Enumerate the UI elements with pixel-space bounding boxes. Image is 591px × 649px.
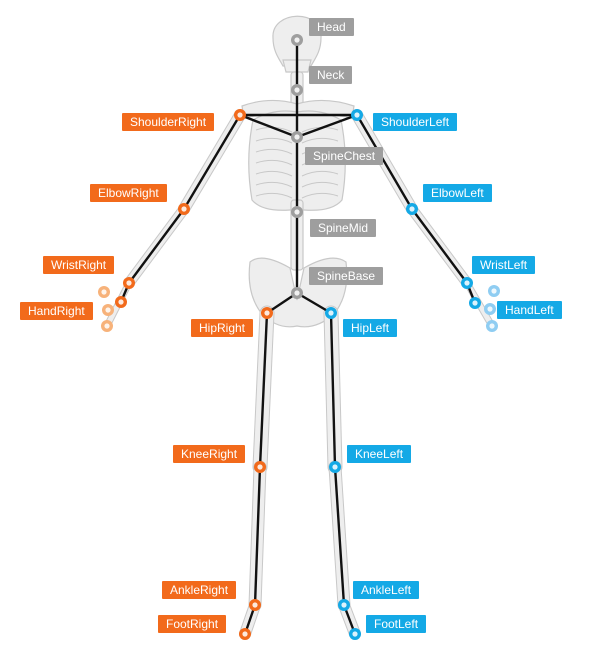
- link-chest-shL: [295, 113, 359, 139]
- label-head: Head: [309, 18, 354, 36]
- link-elR-wrR: [127, 207, 186, 285]
- joint-ankle-right-core: [252, 602, 258, 608]
- label-wrist-left: WristLeft: [472, 256, 536, 274]
- joint-ankle-left-core: [341, 602, 347, 608]
- rib-right-5: [255, 181, 293, 188]
- joint-spine-mid-core: [294, 209, 300, 215]
- joint-finger-left-core: [489, 323, 495, 329]
- label-knee-left: KneeLeft: [347, 445, 412, 463]
- bone-illustration: [103, 15, 496, 640]
- joint-hand-tip-left-core: [487, 306, 493, 312]
- joint-elbow-left-core: [409, 206, 415, 212]
- label-elbow-left: ElbowLeft: [423, 184, 492, 202]
- label-spine-mid: SpineMid: [310, 219, 377, 237]
- joint-thumb-right-core: [101, 289, 107, 295]
- rib-left-4: [301, 170, 339, 177]
- joint-hip-right-core: [264, 310, 270, 316]
- rib-right-4: [255, 170, 293, 177]
- label-foot-left: FootLeft: [366, 615, 427, 633]
- joint-elbow-right-core: [181, 206, 187, 212]
- rib-left-5: [301, 181, 339, 188]
- joint-shoulder-right-core: [237, 112, 243, 118]
- joint-hip-left-core: [328, 310, 334, 316]
- joint-foot-left-core: [352, 631, 358, 637]
- link-knL-anL: [333, 465, 346, 607]
- joint-head-core: [294, 37, 300, 43]
- label-ankle-right: AnkleRight: [162, 581, 237, 599]
- rib-left-1: [301, 137, 339, 144]
- joint-spine-base-core: [294, 290, 300, 296]
- rib-right-2: [255, 148, 293, 155]
- label-foot-right: FootRight: [158, 615, 227, 633]
- joint-markers: [98, 34, 500, 640]
- joint-finger-right-core: [104, 323, 110, 329]
- link-knR-anR: [253, 465, 262, 607]
- label-ankle-left: AnkleLeft: [353, 581, 420, 599]
- joint-hand-left-core: [472, 300, 478, 306]
- label-spine-chest: SpineChest: [305, 147, 384, 165]
- label-shoulder-right: ShoulderRight: [122, 113, 215, 131]
- joint-neck-core: [294, 87, 300, 93]
- label-shoulder-left: ShoulderLeft: [373, 113, 458, 131]
- link-chest-shR: [238, 113, 299, 139]
- label-wrist-right: WristRight: [43, 256, 115, 274]
- joint-wrist-right-core: [126, 280, 132, 286]
- link-hipR-knR: [258, 311, 269, 469]
- joint-knee-right-core: [257, 464, 263, 470]
- link-hipL-knL: [329, 311, 337, 469]
- skeleton-connections: [119, 38, 477, 636]
- label-hand-right: HandRight: [20, 302, 93, 320]
- label-hand-left: HandLeft: [497, 301, 562, 319]
- label-knee-right: KneeRight: [173, 445, 246, 463]
- joint-wrist-left-core: [464, 280, 470, 286]
- joint-thumb-left-core: [491, 288, 497, 294]
- rib-right-3: [255, 159, 293, 166]
- joint-hand-right-core: [118, 299, 124, 305]
- link-shR-elR: [182, 113, 242, 211]
- joint-shoulder-left-core: [354, 112, 360, 118]
- rib-right-1: [255, 137, 293, 144]
- label-elbow-right: ElbowRight: [90, 184, 167, 202]
- label-spine-base: SpineBase: [309, 267, 384, 285]
- link-base-hipL: [295, 291, 333, 315]
- joint-spine-chest-core: [294, 134, 300, 140]
- label-hip-right: HipRight: [191, 319, 254, 337]
- joint-hand-tip-right-core: [105, 307, 111, 313]
- label-hip-left: HipLeft: [343, 319, 398, 337]
- link-base-hipR: [265, 291, 299, 315]
- rib-left-6: [301, 192, 339, 199]
- label-neck: Neck: [309, 66, 353, 84]
- link-shL-elL: [355, 113, 414, 211]
- rib-right-6: [255, 192, 293, 199]
- joint-foot-right-core: [242, 631, 248, 637]
- joint-knee-left-core: [332, 464, 338, 470]
- link-elL-wrL: [410, 207, 469, 285]
